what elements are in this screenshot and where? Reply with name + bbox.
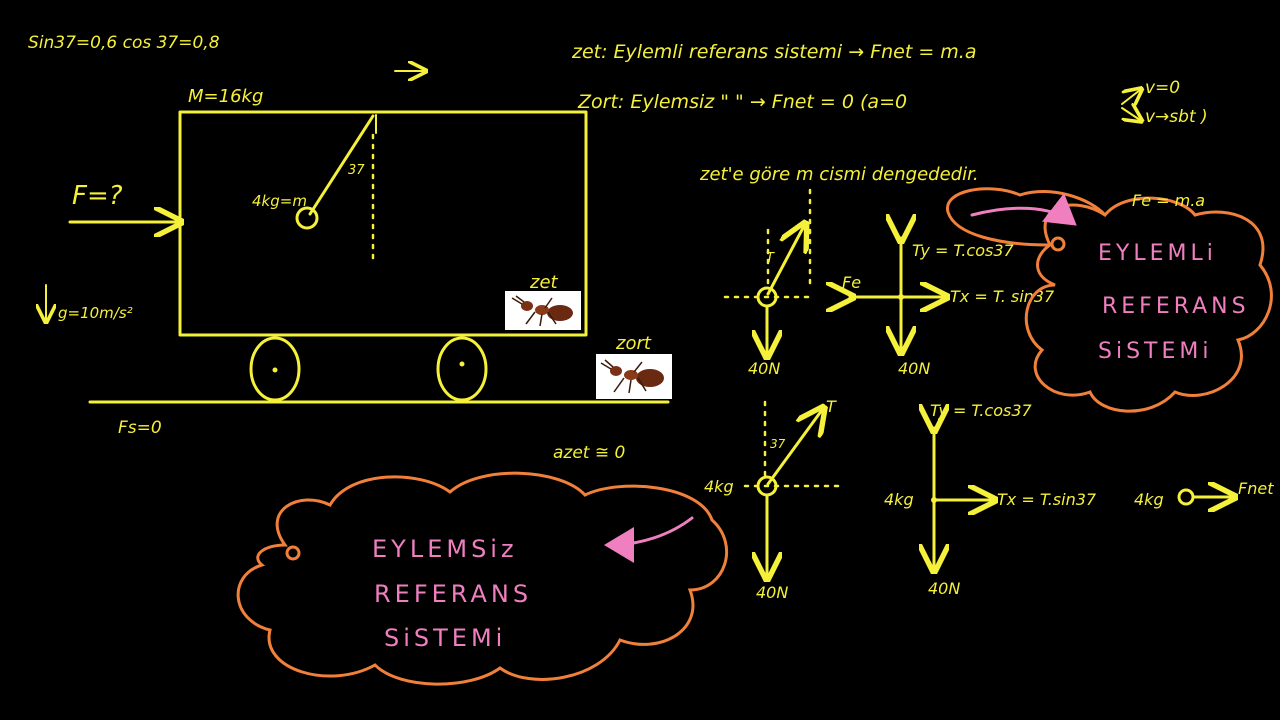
zet-fbd-origin bbox=[898, 294, 904, 300]
gravity-label: g=10m/s² bbox=[58, 304, 133, 322]
velocity-zero: v=0 bbox=[1145, 78, 1180, 98]
velocity-constant: v→sbt ) bbox=[1145, 107, 1208, 127]
eylemsiz-pointer-arrow bbox=[604, 516, 694, 563]
zet-tension-label: T bbox=[766, 251, 775, 266]
zort-angle-label: 37 bbox=[770, 437, 786, 451]
cloud-eylemli-dot bbox=[1050, 236, 1066, 252]
wheel-left bbox=[249, 336, 301, 402]
zort-fbd-weight-label: 40N bbox=[928, 579, 960, 598]
zet-acceleration-label: azet ≅ 0 bbox=[553, 443, 625, 463]
cloud-eylemsiz bbox=[236, 471, 729, 686]
pendulum-bob bbox=[295, 206, 319, 230]
cloud-eylemli bbox=[1024, 196, 1273, 413]
zort-mass-label: 4kg bbox=[704, 477, 734, 496]
eylemsiz-line-1: EYLEMSiz bbox=[372, 535, 518, 563]
force-label: F=? bbox=[72, 181, 123, 211]
net-force-bob bbox=[1177, 488, 1195, 506]
zort-fbd-origin bbox=[931, 497, 937, 503]
wheel-right bbox=[436, 336, 488, 402]
eylemli-line-3: SiSTEMi bbox=[1098, 339, 1212, 364]
eylemsiz-line-3: SiSTEMi bbox=[384, 624, 506, 652]
eylemli-fe-formula: Fe = m.a bbox=[1132, 191, 1205, 210]
zet-ty-label: Ty = T.cos37 bbox=[912, 241, 1014, 260]
ant-image-zet bbox=[505, 291, 581, 330]
zort-definition: Zort: Eylemsiz " " → Fnet = 0 (a=0 bbox=[577, 91, 907, 113]
eylemli-line-2: REFERANS bbox=[1102, 294, 1250, 319]
zort-tension-label: T bbox=[826, 397, 837, 416]
zet-fbd-weight-label: 40N bbox=[898, 359, 930, 378]
zet-definition: zet: Eylemli referans sistemi → Fnet = m… bbox=[571, 41, 977, 63]
cart-mass-label: M=16kg bbox=[188, 86, 263, 107]
zort-fbd-mass-label: 4kg bbox=[884, 490, 914, 509]
bob-mass-label: 4kg=m bbox=[252, 192, 307, 210]
cloud-eylemli-tail bbox=[946, 187, 1107, 247]
net-force-mass-label: 4kg bbox=[1134, 490, 1164, 509]
zort-ty-label: Ty = T.cos37 bbox=[930, 401, 1032, 420]
zort-weight-label: 40N bbox=[756, 583, 788, 602]
wheel-right-hub bbox=[459, 361, 465, 367]
net-force-label: Fnet bbox=[1238, 479, 1274, 498]
zet-equilibrium-statement: zet'e göre m cismi dengededir. bbox=[699, 164, 979, 185]
trig-values: Sin37=0,6 cos 37=0,8 bbox=[28, 33, 220, 53]
zet-observer-label: zet bbox=[529, 272, 559, 293]
zet-fe-label: Fe bbox=[842, 273, 861, 292]
zet-weight-label: 40N bbox=[748, 359, 780, 378]
cloud-eylemsiz-dot bbox=[285, 545, 301, 561]
angle-label: 37 bbox=[348, 163, 365, 178]
wheel-left-hub bbox=[272, 367, 278, 373]
zort-tension-arrow bbox=[766, 410, 822, 486]
eylemli-line-1: EYLEMLi bbox=[1098, 241, 1217, 266]
zort-tx-label: Tx = T.sin37 bbox=[997, 490, 1097, 509]
branch-arrows bbox=[1121, 90, 1140, 120]
eylemsiz-line-2: REFERANS bbox=[374, 580, 532, 608]
zet-tension-arrow bbox=[766, 226, 804, 296]
friction-label: Fs=0 bbox=[118, 418, 162, 438]
ant-image-zort bbox=[596, 354, 672, 399]
eylemli-pointer-arrow bbox=[970, 193, 1077, 226]
zort-observer-label: zort bbox=[615, 333, 652, 354]
pendulum-string bbox=[308, 114, 375, 216]
